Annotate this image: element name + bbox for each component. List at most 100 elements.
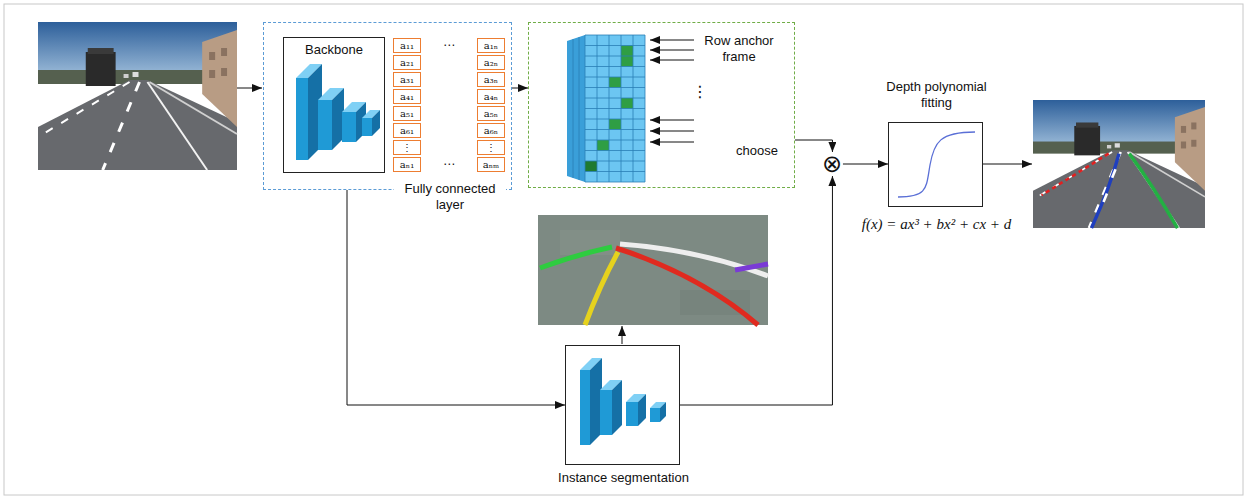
segmentation-box: Instance segmentation bbox=[565, 345, 680, 465]
output-image bbox=[1129, 154, 1177, 228]
segmentation-icon bbox=[580, 358, 666, 445]
segmentation-icon bbox=[660, 402, 666, 422]
matrix-cell: a₆ₙ bbox=[477, 123, 505, 138]
anchor-caption: Row anchor frame bbox=[697, 33, 781, 65]
fitting-curve bbox=[898, 132, 975, 197]
row-anchor-grid bbox=[585, 171, 645, 172]
row-anchor-grid bbox=[585, 108, 645, 109]
segmentation-icon bbox=[600, 390, 612, 435]
row-anchor-grid bbox=[585, 182, 645, 183]
row-anchor-arrows bbox=[650, 142, 694, 143]
anchor-frame: Row anchor frame choose bbox=[528, 22, 795, 188]
row-anchor-grid bbox=[567, 35, 645, 182]
row-anchor-grid bbox=[597, 140, 609, 151]
row-anchor-grid bbox=[585, 45, 645, 46]
row-anchor-arrows bbox=[650, 60, 694, 61]
row-anchor-arrows bbox=[650, 40, 694, 41]
segmentation-icon bbox=[580, 370, 590, 445]
matrix-cell: a₃ₙ bbox=[477, 72, 505, 87]
flow-connector bbox=[347, 190, 565, 405]
output-image bbox=[1112, 169, 1115, 178]
flow-arrows bbox=[237, 88, 262, 89]
flow-connector bbox=[512, 88, 528, 89]
backbone-icon bbox=[372, 110, 380, 136]
backbone-icon bbox=[362, 118, 372, 136]
matrix-cell: aₙₘ bbox=[477, 157, 505, 172]
segmentation-image bbox=[538, 215, 768, 325]
row-anchor-grid bbox=[585, 35, 645, 36]
matrix-cell: a₄ₙ bbox=[477, 89, 505, 104]
ellipsis-mark: ⋮ bbox=[690, 82, 710, 102]
row-anchor-grid bbox=[567, 35, 585, 182]
fitting-curve bbox=[898, 132, 975, 197]
box-title: Depth polynomial fitting bbox=[874, 79, 999, 111]
outer-frame bbox=[4, 4, 1243, 495]
flow-connector bbox=[795, 140, 832, 152]
box-title: Backbone bbox=[284, 42, 384, 58]
output-image bbox=[1042, 154, 1109, 196]
matrix-cell: a₁ₙ bbox=[477, 38, 505, 53]
matrix-cell: a₂₁ bbox=[393, 55, 421, 70]
matrix-cell: a₂ₙ bbox=[477, 55, 505, 70]
row-anchor-grid bbox=[609, 77, 621, 88]
flow-connector bbox=[680, 176, 832, 405]
input-image bbox=[38, 22, 237, 170]
row-anchor-grid bbox=[585, 140, 645, 141]
row-anchor-grid bbox=[585, 35, 645, 182]
row-anchor-grid bbox=[585, 35, 645, 182]
row-anchor-arrows bbox=[650, 120, 694, 121]
flow-arrows bbox=[237, 88, 1032, 344]
row-anchor-arrows bbox=[650, 50, 694, 51]
multiply-node: ⊗ bbox=[822, 152, 843, 176]
formula: f(x) = ax³ + bx² + cx + d bbox=[844, 215, 1029, 233]
flow-arrows bbox=[983, 164, 1032, 165]
output-image bbox=[1033, 100, 1205, 228]
segmentation-image bbox=[735, 264, 768, 270]
segmentation-icon bbox=[650, 408, 660, 422]
row-anchor-grid bbox=[585, 129, 645, 130]
ellipsis-mark: ⋯ bbox=[431, 38, 467, 53]
segmentation-icon bbox=[626, 402, 638, 426]
row-anchor-grid bbox=[585, 150, 645, 151]
row-anchor-grid bbox=[585, 56, 645, 57]
matrix-cell: ⋮ bbox=[477, 140, 505, 155]
fitting-box: Depth polynomial fittingf(x) = ax³ + bx²… bbox=[888, 122, 983, 207]
operator-symbol: ⊗ bbox=[822, 152, 842, 176]
row-anchor-grid bbox=[585, 161, 645, 162]
box-title: Instance segmentation bbox=[546, 470, 701, 486]
row-anchor-grid bbox=[609, 119, 621, 130]
segmentation-image bbox=[538, 215, 768, 325]
backbone-icon bbox=[318, 100, 332, 150]
row-anchor-grid bbox=[585, 119, 645, 120]
module-frame: Fully connected layerBackbone bbox=[263, 22, 512, 190]
matrix-cell: a₄₁ bbox=[393, 89, 421, 104]
row-anchor-grid bbox=[585, 87, 645, 88]
matrix-cell: aₙ₁ bbox=[393, 157, 421, 172]
row-anchor-grid bbox=[621, 98, 633, 109]
backbone-box: Backbone bbox=[283, 37, 385, 173]
matrix-cell: ⋮ bbox=[393, 140, 421, 155]
backbone-icon bbox=[342, 112, 356, 142]
choose-caption: choose bbox=[727, 143, 787, 159]
matrix-cell: a₅ₙ bbox=[477, 106, 505, 121]
input-image bbox=[38, 22, 237, 170]
segmentation-image bbox=[620, 244, 768, 276]
output-image bbox=[1033, 100, 1205, 228]
row-anchor-grid bbox=[579, 37, 580, 180]
matrix-cell: a₆₁ bbox=[393, 123, 421, 138]
backbone-icon bbox=[296, 78, 308, 160]
layer-caption: Fully connected layer bbox=[394, 181, 506, 213]
flow-connector bbox=[843, 164, 888, 165]
flow-arrows bbox=[622, 326, 623, 344]
output-image bbox=[1091, 154, 1119, 228]
row-anchor-grid bbox=[585, 66, 645, 67]
backbone-icon bbox=[296, 64, 380, 160]
row-anchor-grid bbox=[573, 39, 574, 178]
row-anchor-grid bbox=[585, 77, 645, 78]
row-anchor-arrows bbox=[650, 40, 694, 142]
segmentation-icon bbox=[638, 394, 646, 426]
